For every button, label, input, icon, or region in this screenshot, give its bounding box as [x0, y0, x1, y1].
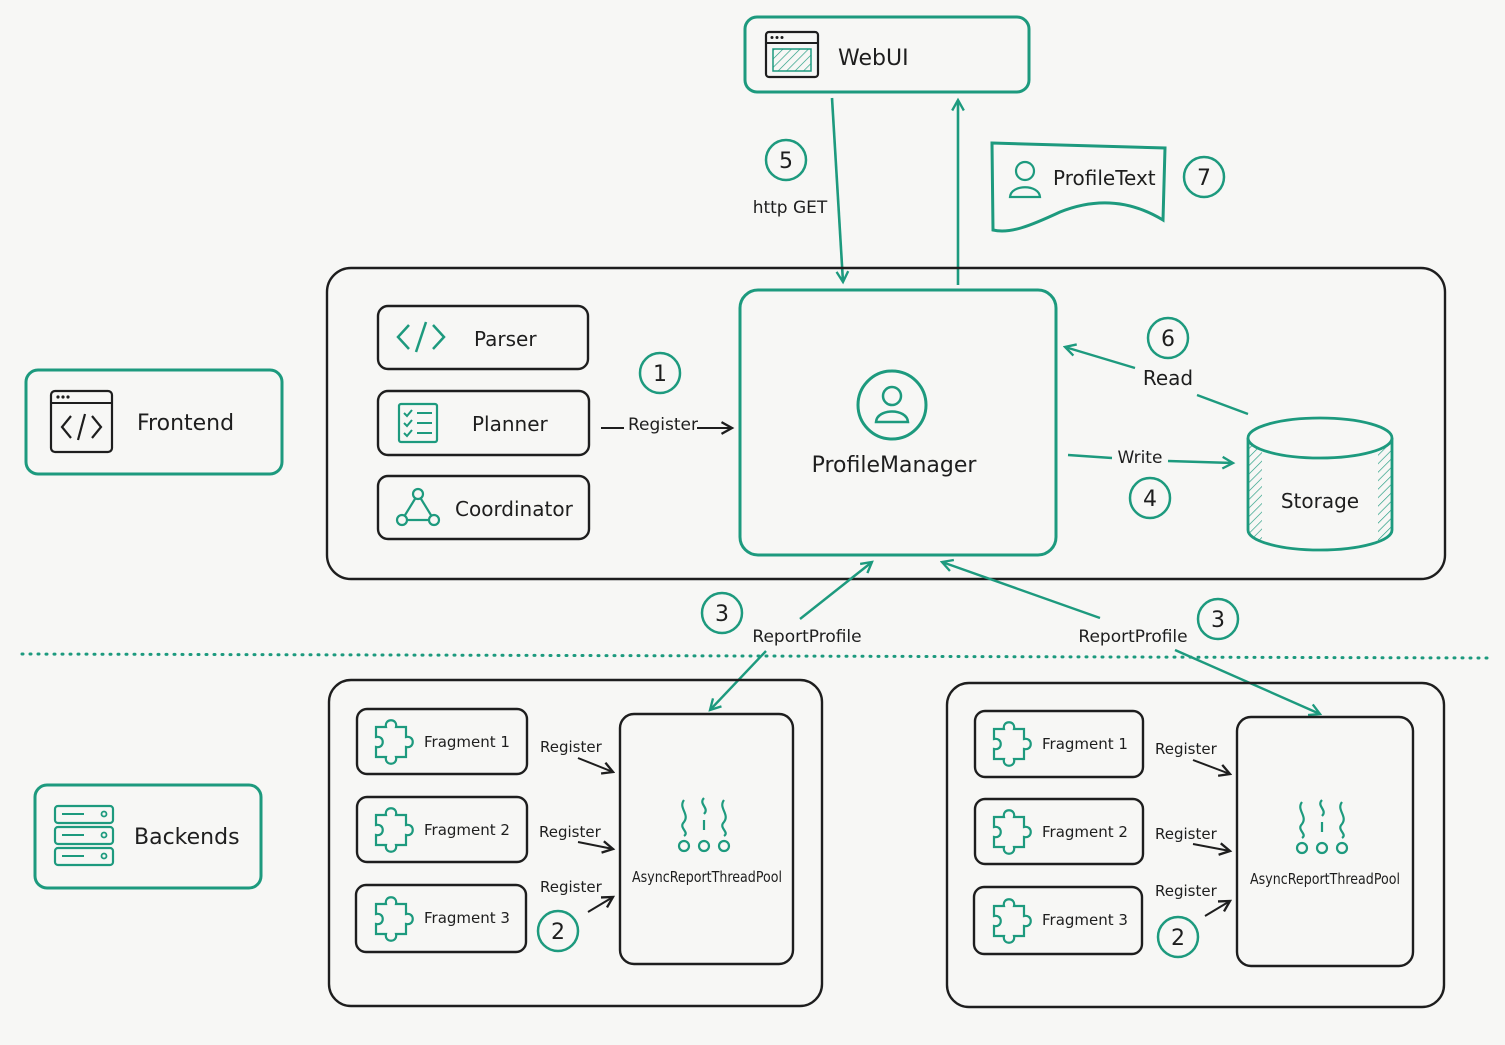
svg-text:1: 1: [653, 362, 667, 387]
step-6-badge: 6: [1146, 316, 1190, 360]
parser-label: Parser: [474, 327, 537, 351]
browser-window-icon: [764, 30, 820, 79]
frontend-container: [325, 266, 1447, 581]
svg-text:2: 2: [551, 920, 565, 945]
fragment-label: Fragment 3: [424, 909, 510, 927]
coordinator-label: Coordinator: [455, 497, 574, 521]
profiletext-label: ProfileText: [1053, 166, 1156, 190]
step-2-left-badge: 2: [536, 909, 580, 953]
arrow-register: [577, 757, 613, 772]
code-brackets-icon: [396, 321, 446, 353]
fragment-1-right: Fragment 1: [973, 709, 1145, 779]
svg-text:3: 3: [1211, 608, 1225, 633]
webui-label: WebUI: [838, 46, 909, 71]
puzzle-icon: [992, 809, 1032, 855]
thread-pool-icon: [1295, 799, 1349, 855]
arrow-register: [1204, 901, 1230, 917]
profilemanager-node: ProfileManager: [738, 288, 1058, 557]
user-icon: [856, 369, 928, 441]
puzzle-icon: [374, 719, 414, 765]
arrow-register: [1192, 759, 1230, 774]
fragment-label: Fragment 1: [1042, 735, 1128, 753]
arrow-report-left: [799, 562, 872, 620]
planner-node: Planner: [376, 389, 591, 457]
edge-label-write: Write: [1118, 448, 1163, 468]
server-stack-icon: [53, 804, 115, 867]
frontend-legend: Frontend: [24, 368, 284, 476]
svg-text:2: 2: [1171, 926, 1185, 951]
backend-right-container: Fragment 1 Fragment 2 Fragment 3 Registe…: [945, 681, 1446, 1009]
thread-pool-icon: [677, 797, 731, 853]
webui-node: WebUI: [743, 15, 1031, 94]
backend-left-container: Fragment 1 Fragment 2 Fragment 3 Registe…: [327, 678, 824, 1008]
thread-pool-right: AsyncReportThreadPool: [1235, 715, 1415, 968]
arrow-register: [1192, 844, 1230, 851]
fragment-label: Fragment 3: [1042, 911, 1128, 929]
fragment-1-left: Fragment 1: [355, 707, 529, 776]
parser-node: Parser: [376, 304, 590, 371]
fragment-3-left: Fragment 3: [354, 883, 528, 954]
arrow-report-right: [942, 562, 1101, 620]
user-icon: [1008, 160, 1042, 199]
svg-text:4: 4: [1143, 487, 1157, 512]
edge-label-read: Read: [1143, 366, 1193, 390]
step-2-right-badge: 2: [1156, 915, 1200, 959]
frontend-backend-separator: [20, 652, 1492, 660]
edge-label-register: Register: [1155, 740, 1218, 758]
fragment-2-left: Fragment 2: [355, 795, 529, 864]
thread-pool-label: AsyncReportThreadPool: [1250, 870, 1400, 888]
coordinator-node: Coordinator: [376, 474, 591, 541]
fragment-2-right: Fragment 2: [973, 797, 1145, 866]
thread-pool-left: AsyncReportThreadPool: [618, 712, 795, 966]
edge-label-register: Register: [540, 738, 603, 756]
checklist-icon: [397, 402, 439, 444]
code-window-icon: [49, 389, 114, 454]
storage-node: Storage: [1246, 416, 1394, 552]
backends-label: Backends: [134, 825, 240, 850]
step-3-left-badge: 3: [700, 591, 744, 635]
step-1-badge: 1: [638, 351, 682, 395]
step-3-right-badge: 3: [1196, 597, 1240, 641]
puzzle-icon: [374, 807, 414, 853]
edge-label-register-frontend: Register: [628, 415, 698, 435]
fragment-label: Fragment 2: [1042, 823, 1128, 841]
step-5-badge: 5: [764, 138, 808, 182]
step-4-badge: 4: [1128, 476, 1172, 520]
edge-label-report-left: ReportProfile: [752, 627, 861, 647]
arrow-http-get: [830, 97, 843, 282]
arrow-read: [1065, 347, 1136, 370]
puzzle-icon: [374, 896, 414, 942]
svg-text:6: 6: [1161, 327, 1175, 352]
svg-text:5: 5: [779, 149, 793, 174]
svg-text:3: 3: [715, 602, 729, 627]
database-cylinder-icon: [1246, 416, 1394, 552]
puzzle-icon: [992, 898, 1032, 944]
fragment-3-right: Fragment 3: [972, 885, 1144, 956]
network-triangle-icon: [395, 487, 441, 527]
puzzle-icon: [992, 721, 1032, 767]
profilemanager-label: ProfileManager: [812, 453, 978, 478]
backends-legend: Backends: [33, 783, 263, 890]
arrow-write: [1167, 461, 1233, 463]
arrow-register: [577, 842, 613, 849]
profiletext-node: ProfileText: [990, 141, 1167, 233]
edge-label-register: Register: [1155, 882, 1218, 900]
thread-pool-label: AsyncReportThreadPool: [632, 868, 782, 886]
frontend-label: Frontend: [137, 411, 234, 436]
fragment-label: Fragment 2: [424, 821, 510, 839]
step-7-badge: 7: [1182, 155, 1226, 199]
edge-label-register: Register: [540, 878, 603, 896]
fragment-label: Fragment 1: [424, 733, 510, 751]
edge-label-report-right: ReportProfile: [1078, 627, 1187, 647]
edge-label-http-get: http GET: [753, 198, 828, 218]
edge-label-register: Register: [1155, 825, 1218, 843]
storage-label: Storage: [1281, 489, 1359, 513]
planner-label: Planner: [472, 412, 549, 436]
arrow-register: [587, 897, 613, 913]
svg-text:7: 7: [1197, 166, 1211, 191]
edge-label-register: Register: [539, 823, 602, 841]
